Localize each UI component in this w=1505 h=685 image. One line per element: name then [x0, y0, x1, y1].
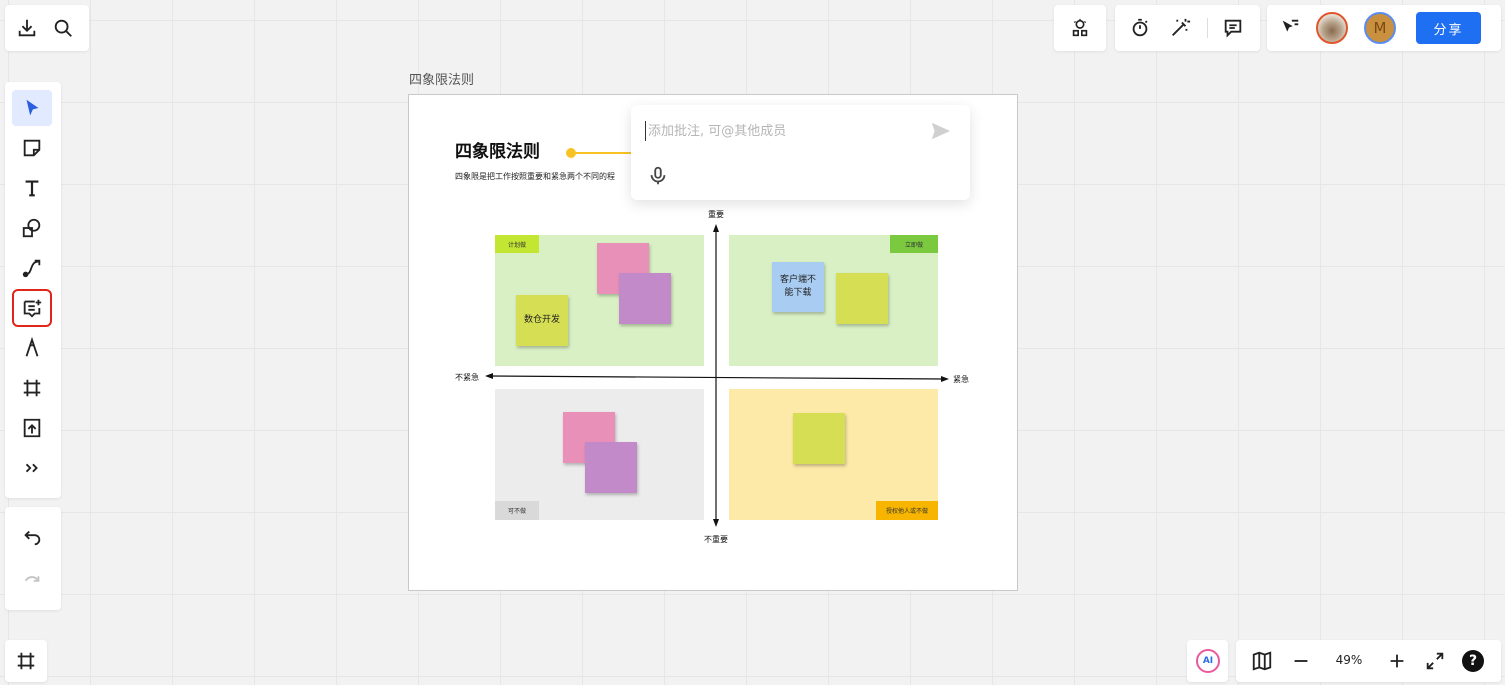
comment-list-icon[interactable] [1215, 10, 1251, 46]
collab-toolbar [1115, 5, 1260, 51]
connector-line[interactable] [571, 152, 631, 154]
sticky-note-lime-2[interactable] [793, 413, 845, 464]
connector-tool[interactable] [12, 250, 52, 286]
sticky-note-purple[interactable] [619, 273, 671, 324]
follow-cursor-icon[interactable] [1272, 10, 1308, 46]
toolbar-divider [1207, 18, 1208, 38]
frame-list-icon[interactable] [8, 643, 44, 679]
fullscreen-icon[interactable] [1417, 643, 1453, 679]
axis-label-important: 重要 [708, 210, 724, 219]
board-description: 四象限是把工作按照重要和紧急两个不同的程 [455, 172, 615, 181]
quadrant-do-now-label: 立即做 [890, 235, 938, 253]
quadrant-delegate-label: 授权他人或不做 [876, 501, 938, 520]
template-panel [1054, 5, 1106, 51]
sticky-note-data-dev[interactable]: 数仓开发 [516, 295, 568, 346]
download-icon[interactable] [9, 10, 45, 46]
quadrant-plan-label: 计划做 [495, 235, 539, 253]
zoom-out-icon[interactable] [1283, 643, 1319, 679]
frame-list-panel [5, 640, 47, 682]
help-icon[interactable]: ? [1455, 643, 1491, 679]
quadrant-skip-label: 可不做 [495, 501, 539, 520]
sticky-note-client-issue[interactable]: 客户端不能下载 [772, 262, 824, 312]
comment-input[interactable] [645, 121, 915, 141]
pen-tool[interactable] [12, 330, 52, 366]
frame-label[interactable]: 四象限法则 [409, 73, 475, 88]
axis-label-not-important: 不重要 [704, 535, 728, 544]
quadrant-do-now[interactable] [729, 235, 938, 366]
magic-wand-icon[interactable] [1162, 10, 1198, 46]
top-left-toolbar [5, 5, 89, 51]
redo-icon[interactable] [12, 561, 52, 597]
sticky-note-lime[interactable] [836, 273, 888, 324]
more-tools-icon[interactable] [12, 450, 52, 486]
frame-tool[interactable] [12, 370, 52, 406]
shape-tool[interactable] [12, 210, 52, 246]
send-icon[interactable] [923, 113, 959, 149]
select-tool[interactable] [12, 90, 52, 126]
timer-icon[interactable] [1122, 10, 1158, 46]
axis-label-urgent: 紧急 [953, 375, 969, 384]
undo-icon[interactable] [12, 519, 52, 555]
comment-tool[interactable] [12, 289, 52, 327]
ai-panel: AI [1187, 640, 1228, 682]
comment-popup [631, 105, 970, 200]
sticky-note-tool[interactable] [12, 130, 52, 166]
avatar-user-m[interactable]: M [1364, 12, 1396, 44]
zoom-panel: 49% ? [1236, 640, 1501, 682]
axis-label-not-urgent: 不紧急 [455, 373, 479, 382]
zoom-in-icon[interactable] [1379, 643, 1415, 679]
ai-assistant-icon[interactable]: AI [1190, 643, 1226, 679]
minimap-icon[interactable] [1244, 643, 1280, 679]
avatar-user-photo[interactable] [1316, 12, 1348, 44]
share-button[interactable]: 分享 [1416, 12, 1481, 44]
board-title: 四象限法则 [455, 142, 540, 162]
microphone-icon[interactable] [640, 158, 676, 194]
lightbulb-icon[interactable] [1062, 10, 1098, 46]
text-tool[interactable] [12, 170, 52, 206]
history-toolbar [5, 507, 61, 610]
upload-tool[interactable] [12, 410, 52, 446]
zoom-level[interactable]: 49% [1335, 653, 1363, 667]
sticky-note-purple-2[interactable] [585, 442, 637, 493]
search-icon[interactable] [45, 10, 81, 46]
left-toolbar [5, 82, 61, 498]
